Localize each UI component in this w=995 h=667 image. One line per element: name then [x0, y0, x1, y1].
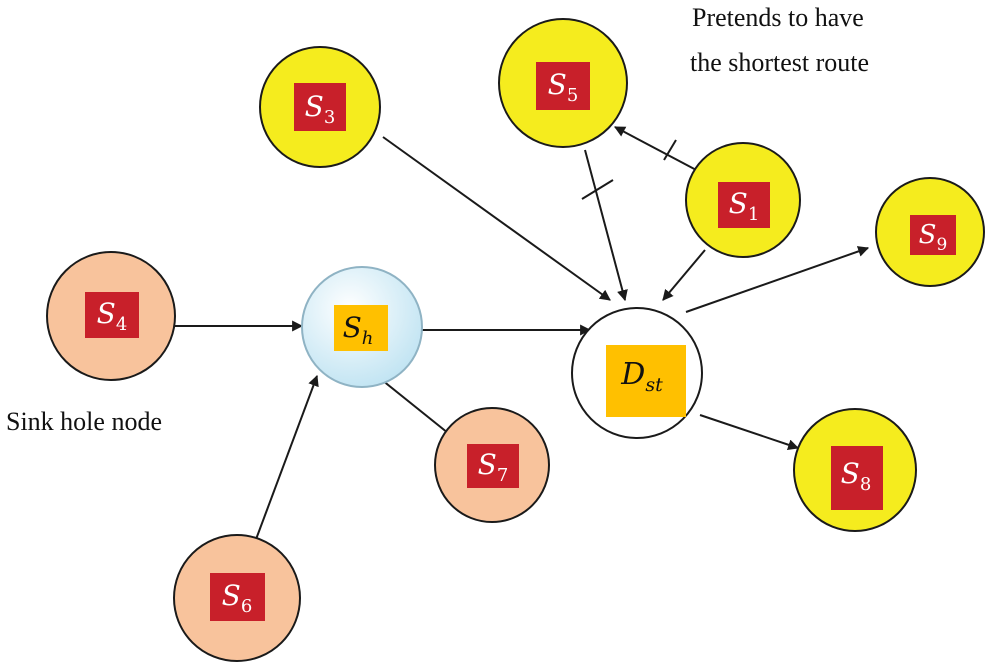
edge-dst-s8 [699, 414, 800, 451]
node-s8[interactable]: S8 [793, 408, 917, 532]
node-s9-sub: 9 [936, 235, 947, 255]
svg-text:S5: S5 [548, 68, 579, 106]
svg-text:Sh: Sh [343, 311, 374, 349]
svg-text:S7: S7 [478, 448, 509, 486]
node-destination[interactable]: Dst [571, 307, 703, 439]
node-s9[interactable]: S9 [875, 177, 985, 287]
node-s5-sub: 5 [567, 85, 578, 106]
node-s3-sub: 3 [324, 107, 335, 128]
node-s6[interactable]: S6 [173, 534, 301, 662]
edge-s3-dst [382, 136, 611, 301]
block-mark-s1-s5 [663, 139, 677, 161]
node-dst-sub: st [645, 374, 663, 396]
svg-text:S6: S6 [222, 579, 253, 617]
node-sh-sub: h [362, 328, 374, 349]
node-s1-base: S [729, 187, 748, 220]
svg-text:S1: S1 [729, 187, 760, 225]
svg-text:S9: S9 [919, 220, 948, 255]
annotations: Pretends to have the shortest route Sink… [6, 3, 869, 436]
node-s5-base: S [548, 68, 567, 101]
annotation-pretends-line2: the shortest route [690, 48, 869, 77]
nodes: S3 S5 S1 S9 S4 Sh [46, 18, 985, 662]
node-s1[interactable]: S1 [685, 142, 801, 258]
svg-text:S8: S8 [841, 457, 872, 495]
node-s4[interactable]: S4 [46, 251, 176, 381]
node-s5[interactable]: S5 [498, 18, 628, 148]
node-s8-base: S [841, 457, 860, 490]
edges [174, 126, 870, 543]
node-s1-sub: 1 [748, 204, 759, 225]
node-s9-base: S [919, 220, 937, 250]
node-s6-sub: 6 [241, 596, 252, 617]
node-s3-base: S [305, 90, 324, 123]
edge-s1-s5-blocked [614, 126, 701, 173]
edge-s6-sh [254, 374, 319, 543]
node-sh-base: S [343, 311, 362, 344]
annotation-sinkhole: Sink hole node [6, 407, 162, 436]
node-s7-base: S [478, 448, 497, 481]
node-s4-base: S [97, 297, 116, 330]
svg-text:S3: S3 [305, 90, 336, 128]
svg-text:Dst: Dst [620, 357, 663, 396]
node-s7-sub: 7 [497, 465, 508, 486]
edge-s5-dst-blocked [584, 149, 628, 302]
edge-s1-dst [662, 249, 706, 301]
node-s7[interactable]: S7 [434, 407, 550, 523]
node-s8-sub: 8 [860, 474, 871, 495]
node-sinkhole[interactable]: Sh [301, 266, 423, 388]
node-s6-base: S [222, 579, 241, 612]
node-s4-sub: 4 [116, 314, 127, 335]
node-s3[interactable]: S3 [259, 46, 381, 168]
annotation-pretends-line1: Pretends to have [692, 3, 864, 32]
node-dst-base: D [620, 357, 645, 392]
edge-dst-s9 [685, 246, 870, 313]
svg-text:S4: S4 [97, 297, 128, 335]
block-mark-s5-dst [581, 179, 614, 200]
